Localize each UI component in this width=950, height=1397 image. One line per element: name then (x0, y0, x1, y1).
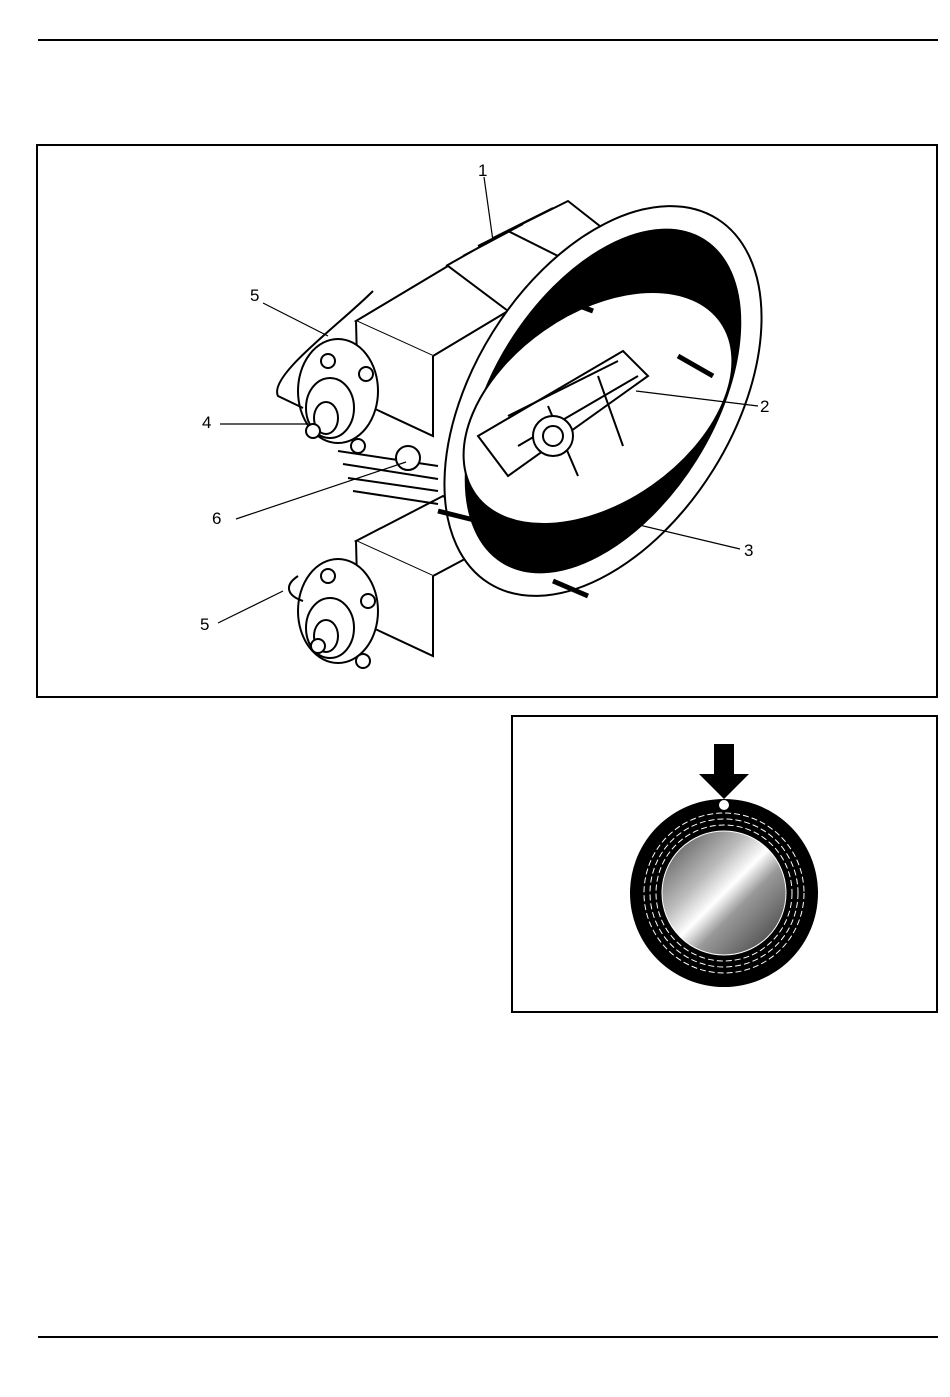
callout-4: 4 (202, 414, 211, 431)
marker-dot-icon (719, 800, 729, 810)
callout-5-upper: 5 (250, 287, 259, 304)
callout-5-lower: 5 (200, 616, 209, 633)
callout-2: 2 (760, 398, 769, 415)
callout-6: 6 (212, 510, 221, 527)
callout-3: 3 (744, 542, 753, 559)
header-rule (38, 39, 938, 41)
callout-1: 1 (478, 162, 487, 179)
sight-glass-drawing (513, 717, 936, 1011)
pump-housing-drawing (38, 146, 936, 696)
pump-housing-figure: 1 2 3 4 5 5 6 (36, 144, 938, 698)
arrow-icon (714, 744, 734, 776)
sight-glass-detail-figure (511, 715, 938, 1013)
footer-rule (38, 1336, 938, 1338)
